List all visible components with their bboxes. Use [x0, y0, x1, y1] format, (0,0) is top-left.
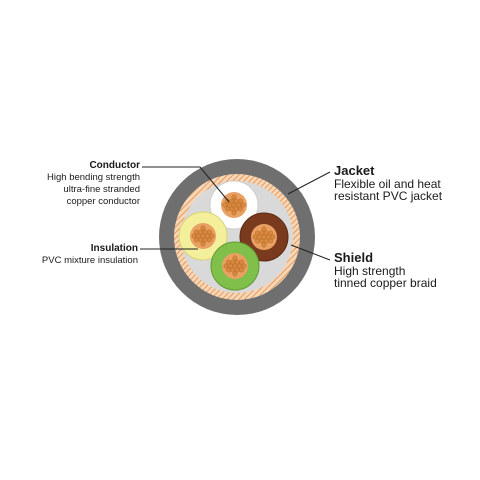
conductor-desc-line-3: copper conductor: [66, 196, 140, 207]
core-green: [210, 241, 260, 291]
jacket-desc-line-2: resistant PVC jacket: [334, 189, 443, 203]
jacket-title: Jacket: [334, 163, 375, 178]
shield-leader-line: [290, 244, 331, 261]
jacket-label: Jacket Flexible oil and heat resistant P…: [334, 163, 474, 203]
conductor-title: Conductor: [89, 160, 140, 171]
core-yellow: [178, 211, 228, 261]
filler: [181, 181, 293, 293]
jacket-desc-line-1: Flexible oil and heat: [334, 177, 441, 191]
conductor-desc-line-1: High bending strength: [47, 172, 140, 183]
jacket-leader-line: [287, 171, 331, 195]
conductor-label: Conductor High bending strength ultra-fi…: [20, 160, 140, 208]
shield-desc-line-2: tinned copper braid: [334, 276, 437, 290]
shield-label: Shield High strength tinned copper braid: [334, 250, 474, 290]
insulation-label: Insulation PVC mixture insulation: [10, 243, 138, 267]
core-brown: [239, 212, 289, 262]
shield-desc-line-1: High strength: [334, 264, 406, 278]
conductor-leader-line: [142, 166, 230, 203]
insulation-desc-line-1: PVC mixture insulation: [41, 255, 138, 266]
shield-title: Shield: [334, 250, 374, 265]
insulation-title: Insulation: [90, 243, 138, 254]
conductor-desc-line-2: ultra-fine stranded: [63, 184, 140, 195]
